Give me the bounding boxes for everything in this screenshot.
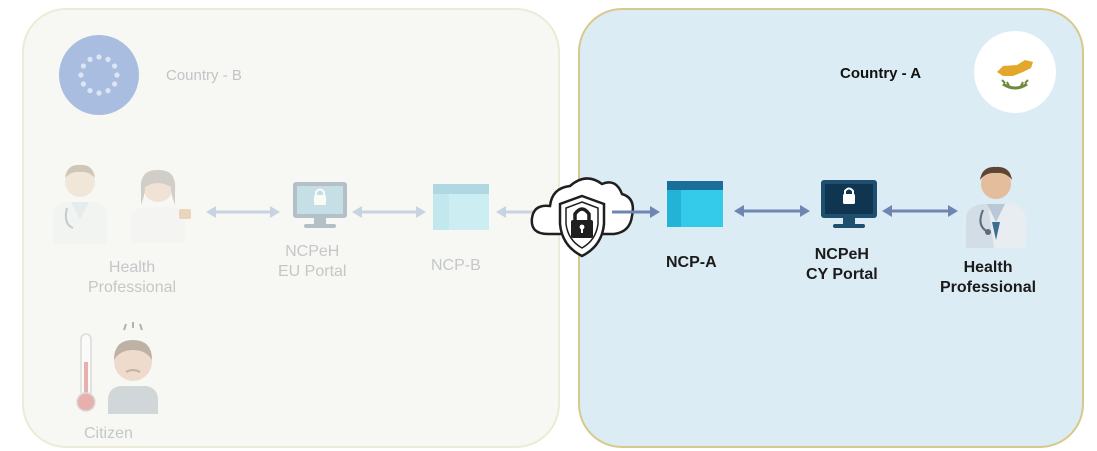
nurse-icon [131, 169, 191, 243]
eu-flag-icon [59, 35, 139, 115]
computer-lock-icon [821, 180, 877, 228]
arrow-ncp-a-to-cy-portal [734, 205, 810, 217]
server-window-icon [667, 181, 723, 227]
eu-portal-label: NCPeH EU Portal [278, 243, 347, 281]
server-window-icon [433, 184, 489, 230]
ncp-a-label: NCP-A [666, 254, 717, 271]
computer-lock-icon [293, 182, 347, 228]
cloud-shield-lock-icon [530, 177, 635, 258]
doctor-icon [966, 166, 1026, 248]
cy-portal-label: NCPeH CY Portal [806, 246, 878, 284]
cyprus-flag-icon [974, 31, 1056, 113]
sick-person-icon [108, 322, 158, 414]
doctor-icon [53, 164, 107, 244]
citizen-label: Citizen [84, 425, 133, 442]
arrow-cloud-to-ncp-a [612, 206, 660, 218]
thermometer-icon [76, 333, 96, 412]
country-a-health-professional-label: Health Professional [940, 259, 1037, 297]
arrow-cy-portal-to-hp [882, 205, 958, 217]
country-b-health-professional-label: Health Professional [88, 259, 177, 297]
arrow-eu-portal-to-ncp-b [352, 206, 426, 218]
ncp-b-label: NCP-B [431, 257, 481, 274]
country-a-title: Country - A [840, 65, 922, 82]
arrow-hp-to-eu-portal [206, 206, 280, 218]
country-b-title: Country - B [166, 67, 242, 84]
